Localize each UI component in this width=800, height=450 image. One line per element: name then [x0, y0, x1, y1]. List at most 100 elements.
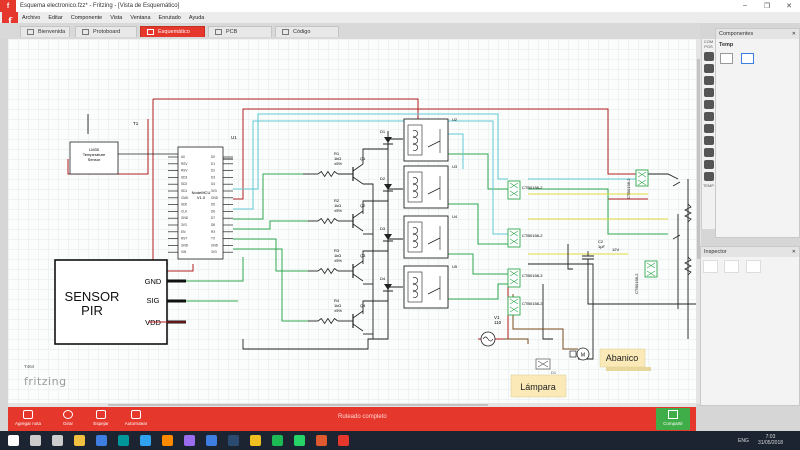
menu-enrutado[interactable]: Enrutado — [158, 14, 181, 21]
lm35-temp-sensor[interactable]: LM35 Temperature Sensor T1 — [69, 121, 183, 175]
close-icon[interactable]: ✕ — [791, 31, 796, 37]
menu-editar[interactable]: Editar — [48, 14, 63, 21]
right-terminal-block-1[interactable]: CTB0158-2 — [626, 169, 649, 199]
vertical-scroll-thumb[interactable] — [697, 59, 700, 259]
mcu-right-pin: D1 — [211, 162, 215, 166]
lamp-callout[interactable]: Lámpara — [510, 374, 567, 398]
whatsapp-icon[interactable] — [294, 435, 305, 446]
bin-part-lm35[interactable] — [720, 53, 733, 64]
illustrator-icon[interactable] — [162, 435, 173, 446]
task-view-icon[interactable] — [52, 435, 63, 446]
bin-part-selected[interactable] — [741, 53, 755, 64]
autoroute-button[interactable]: Autorrutear — [118, 409, 154, 429]
file-explorer-icon[interactable] — [74, 435, 85, 446]
premiere-icon[interactable] — [184, 435, 195, 446]
terminal-block — [507, 268, 521, 288]
language-indicator[interactable]: ENG — [738, 438, 749, 444]
part-category-icon[interactable] — [704, 100, 714, 109]
right-side-resistors[interactable] — [672, 181, 692, 276]
menu-ayuda[interactable]: Ayuda — [188, 14, 205, 21]
chrome-icon[interactable] — [250, 435, 261, 446]
vertical-scrollbar[interactable] — [696, 39, 701, 404]
transistor-emitter — [352, 176, 364, 185]
pir-sensor[interactable]: SENSOR PIR GND SIG VDD — [54, 259, 238, 345]
maximize-button[interactable]: ❐ — [763, 3, 771, 10]
part-category-icon[interactable] — [704, 88, 714, 97]
svg-text:D1: D1 — [551, 370, 557, 375]
schematic-canvas[interactable]: LM35 Temperature Sensor T1 U1 NodeMCU V1… — [8, 39, 696, 404]
steam-icon[interactable] — [228, 435, 239, 446]
relay-coil-frame — [407, 171, 423, 203]
rotate-button[interactable]: Girar — [50, 409, 86, 429]
terminal-label: CTB0158-2 — [522, 233, 543, 238]
part-category-icon[interactable] — [704, 76, 714, 85]
add-note-button[interactable]: Agregar nota — [10, 409, 46, 429]
mcu-right-pin: D8 — [211, 223, 215, 227]
mirror-button[interactable]: Espejar — [83, 409, 119, 429]
schematic-drawing[interactable]: LM35 Temperature Sensor T1 U1 NodeMCU V1… — [8, 39, 696, 404]
photoshop-icon[interactable] — [140, 435, 151, 446]
tab-codigo[interactable]: Código — [275, 26, 339, 37]
fritzing-icon[interactable] — [338, 435, 349, 446]
relay-ref: U4 — [452, 214, 458, 219]
transistor-ref: Q1 — [360, 156, 366, 161]
relay-body — [403, 165, 449, 209]
spotify-icon[interactable] — [272, 435, 283, 446]
menu-ventana[interactable]: Ventana — [130, 14, 151, 21]
arduino-icon[interactable] — [118, 435, 129, 446]
nodemcu-module[interactable]: U1 NodeMCU V1.0 A0RSVRSVSD3SD2SD1CMDSD0C… — [168, 135, 237, 260]
minimize-button[interactable]: – — [743, 2, 747, 9]
part-category-icon[interactable] — [704, 172, 714, 181]
media-icon[interactable] — [316, 435, 327, 446]
right-terminal-block-2[interactable]: CTB0158-2 — [634, 260, 658, 294]
mcu-right-pin: D4 — [211, 182, 215, 186]
clock[interactable]: 7:03 31/05/2018 — [758, 434, 783, 446]
part-category-icon[interactable] — [704, 112, 714, 121]
close-icon[interactable]: ✕ — [791, 249, 796, 255]
terminal-screws — [509, 230, 519, 245]
wires-brown — [503, 294, 578, 350]
mcu-right-pin: D5 — [211, 203, 215, 207]
ac-source-v1[interactable]: V1 110 — [480, 315, 502, 347]
tab-bienvenida[interactable]: Bienvenida — [20, 26, 70, 37]
fan-callout[interactable]: Abanico — [599, 348, 651, 371]
capacitor-c2[interactable]: C2 1µF 12V — [582, 239, 619, 260]
tab-pcb[interactable]: PCB — [208, 26, 272, 37]
fritzing-app-icon: f — [0, 0, 16, 12]
system-tray: ENG 7:03 31/05/2018 — [700, 434, 800, 448]
mcu-right-pin: RX — [211, 230, 216, 234]
lamp-component[interactable]: D1 — [535, 358, 557, 375]
terminal-screws — [509, 182, 519, 197]
horizontal-scrollbar[interactable] — [8, 403, 696, 407]
menu-archivo[interactable]: Archivo — [22, 14, 41, 21]
part-category-icon[interactable] — [704, 136, 714, 145]
part-category-icon[interactable] — [704, 160, 714, 169]
mcu-right-pin: GND — [211, 243, 219, 247]
menu-vista[interactable]: Vista — [110, 14, 123, 21]
part-category-icon[interactable] — [704, 64, 714, 73]
relay-contact — [427, 140, 441, 148]
store-icon[interactable] — [96, 435, 107, 446]
share-button[interactable]: Compartir — [656, 408, 690, 430]
horizontal-scroll-thumb[interactable] — [108, 404, 488, 406]
mcu-left-pin: RSV — [181, 162, 188, 166]
tab-protoboard[interactable]: Protoboard — [75, 26, 137, 37]
resistor-ref: R4 — [334, 298, 340, 303]
tab-esquematico[interactable]: Esquemático — [140, 26, 205, 37]
part-category-icon[interactable] — [704, 124, 714, 133]
fan-motor[interactable]: M — [569, 347, 590, 361]
part-category-icon[interactable] — [704, 148, 714, 157]
edge-icon[interactable] — [206, 435, 217, 446]
windows-start-icon[interactable] — [8, 435, 19, 446]
close-button[interactable]: ✕ — [786, 3, 792, 10]
part-category-icon[interactable] — [704, 52, 714, 61]
terminal-label: CTB0158-2 — [522, 301, 543, 306]
menu-componente[interactable]: Componente — [70, 14, 103, 21]
search-icon[interactable] — [30, 435, 41, 446]
components-panel-title: Componentes — [719, 31, 754, 37]
